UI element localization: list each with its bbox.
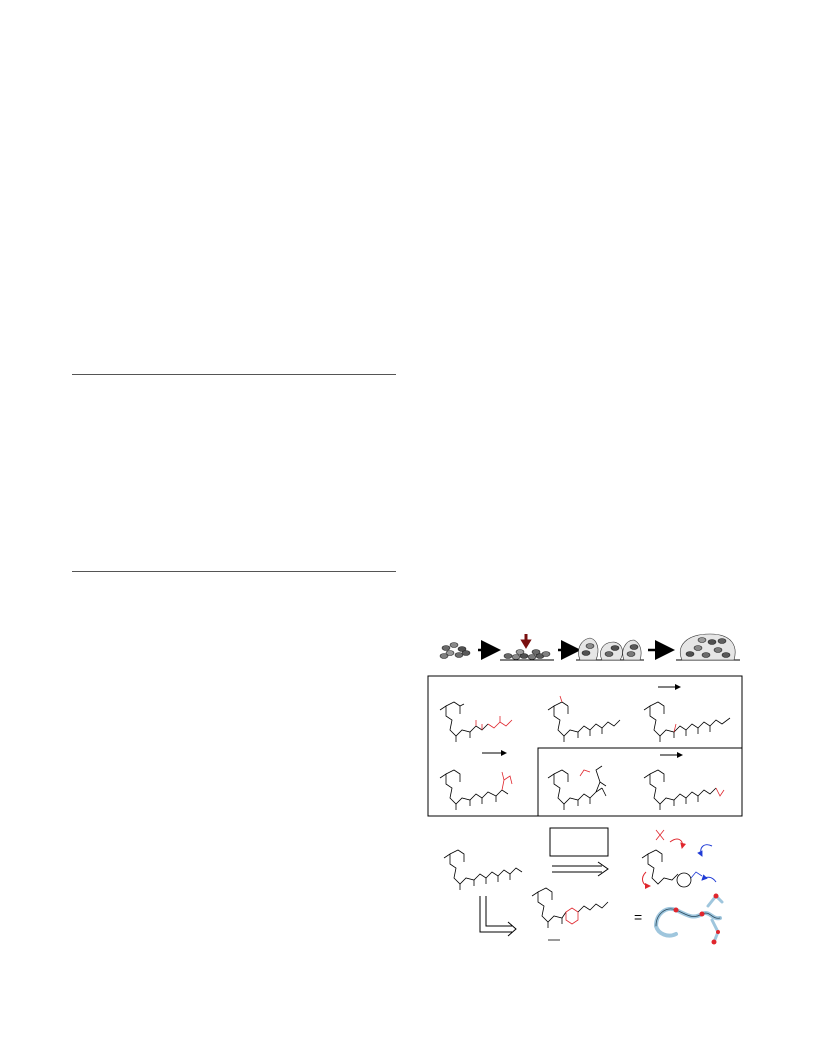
biofilm-stage-attachment [500, 634, 554, 661]
curved-arrow-blue-1 [697, 844, 713, 857]
structure-b1 [439, 701, 513, 742]
panel-b-box [427, 675, 743, 817]
structure-c1 [443, 849, 523, 890]
biofilm-stage-microcolonies [576, 637, 644, 661]
retrosynthesis-arrow-right [552, 861, 609, 877]
stick-model-3d [654, 893, 724, 945]
section-rule-top [72, 374, 396, 375]
biofilm-stage-planktonic [439, 642, 471, 659]
curved-arrow-blue-2 [701, 874, 717, 883]
structure-b5 [547, 765, 607, 810]
panel-c-label-box [549, 827, 609, 857]
equals-sign: = [634, 909, 642, 925]
curved-arrow-red-1 [669, 838, 687, 849]
structure-b4 [439, 769, 513, 810]
structure-b6 [643, 769, 725, 810]
section-rule-bottom [72, 571, 396, 572]
curved-arrow-red-2 [642, 871, 651, 889]
retrosynthesis-arrow-down [479, 896, 517, 937]
biofilm-stage-mature [676, 633, 740, 661]
structure-b2 [547, 695, 621, 742]
structure-b3 [643, 701, 731, 742]
structure-c3 [531, 887, 609, 941]
structure-c2 [641, 829, 703, 888]
chemistry-figure: = [420, 620, 760, 950]
